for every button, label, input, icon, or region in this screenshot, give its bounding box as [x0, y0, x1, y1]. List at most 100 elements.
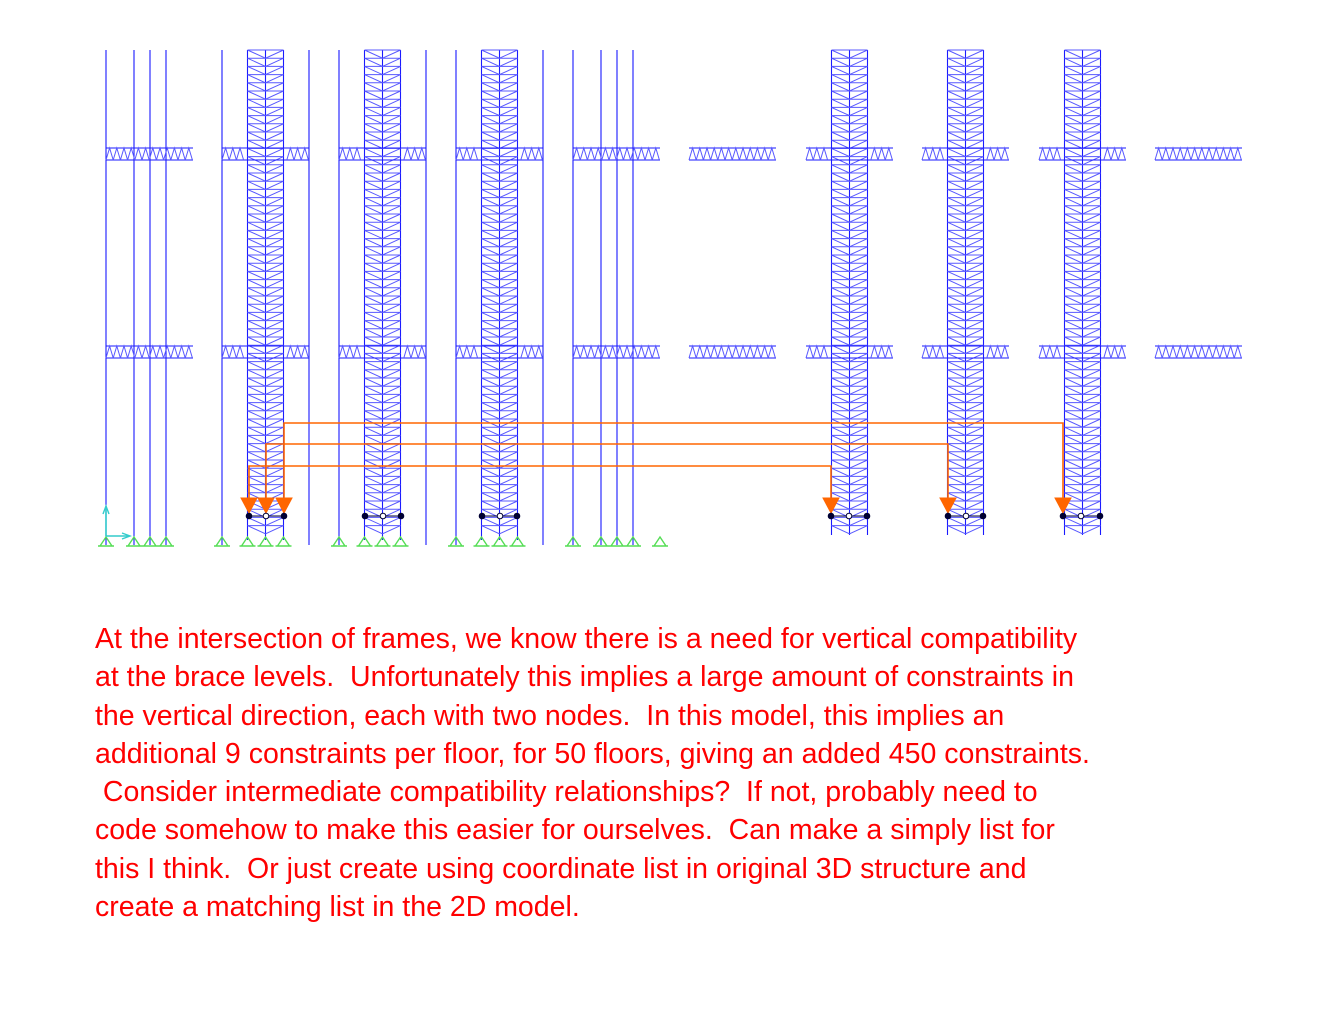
pin-support-icon	[158, 535, 174, 547]
frame-group-7-truss-1-web-10	[877, 344, 886, 359]
frame-group-5-truss-0-web-1	[579, 146, 588, 161]
constraint-link-1	[248, 465, 832, 500]
frame-group-5	[572, 50, 660, 545]
pin-support-icon	[126, 535, 142, 547]
frame-group-6-truss-0-web-7	[738, 146, 748, 161]
frame-group-3-core-brace-58	[364, 525, 401, 535]
pin-support-icon	[374, 535, 391, 547]
frame-group-4-truss-1-web-2	[469, 344, 479, 359]
frame-group-2-truss-1-web-10	[293, 344, 302, 359]
frame-group-4-truss-1-web-1	[462, 344, 471, 359]
frame-group-10-truss-1-web-11	[1233, 344, 1242, 359]
note-line-6: code somehow to make this easier for our…	[95, 814, 1055, 847]
structural-frame-diagram	[98, 49, 1242, 547]
node-solid-icon	[1059, 512, 1067, 520]
frame-group-10-truss-0-web-2	[1168, 146, 1178, 161]
frame-group-6-truss-1-web-2	[702, 344, 712, 359]
frame-group-1-truss-1-web-3	[127, 344, 136, 359]
frame-group-6-truss-0-web-11	[767, 146, 776, 161]
frame-group-1-truss-0-web-5	[141, 146, 150, 161]
frame-group-3-truss-0-web-2	[352, 146, 362, 161]
node-solid-icon	[513, 512, 521, 520]
frame-group-2-core-brace-58	[247, 525, 284, 535]
pin-support-icon	[214, 535, 230, 547]
frame-group-10-truss-0-web-10	[1226, 146, 1235, 161]
frame-group-4-truss-0-web-0	[455, 146, 464, 161]
frame-group-6-truss-0-web-10	[760, 146, 769, 161]
frame-group-3-truss-0-web-9	[403, 146, 412, 161]
frame-group-1-truss-0-web-8	[163, 146, 172, 161]
frame-group-1-truss-1-web-0	[105, 344, 114, 359]
pin-support-icon	[98, 535, 114, 547]
frame-group-9	[1038, 49, 1126, 535]
frame-group-2-truss-1-web-9	[286, 344, 295, 359]
frame-group-10-truss-0-web-5	[1190, 146, 1199, 161]
frame-group-2-truss-0-web-11	[300, 146, 309, 161]
frame-group-7	[805, 49, 893, 535]
axis-triad-icon	[102, 504, 132, 540]
frame-group-10-truss-1-web-5	[1190, 344, 1199, 359]
frame-group-10-truss-0-web-8	[1212, 146, 1221, 161]
frame-group-5-truss-1-web-0	[572, 344, 581, 359]
node-solid-icon	[478, 512, 486, 520]
frame-group-6-truss-1-web-0	[688, 344, 697, 359]
frame-group-10-truss-1-web-2	[1168, 344, 1178, 359]
frame-group-4-truss-1-web-0	[455, 344, 464, 359]
frame-group-7-truss-0-web-10	[877, 146, 886, 161]
node-solid-icon	[245, 512, 253, 520]
frame-group-7-truss-1-web-9	[870, 344, 879, 359]
frame-group-3-truss-1-web-11	[417, 344, 426, 359]
frame-group-7-truss-0-web-0	[805, 146, 814, 161]
frame-group-6-truss-0-web-1	[695, 146, 704, 161]
frame-group-10-truss-1-web-10	[1226, 344, 1235, 359]
frame-group-2-truss-0-web-1	[228, 146, 237, 161]
frame-group-9-truss-0-web-1	[1045, 146, 1054, 161]
frame-group-8-truss-0-web-9	[986, 146, 995, 161]
frame-group-1-truss-0-web-11	[184, 146, 193, 161]
frame-group-9-truss-1-web-9	[1103, 344, 1112, 359]
frame-group-1-truss-1-web-10	[177, 344, 186, 359]
node-solid-icon	[863, 512, 871, 520]
frame-group-8-truss-0-web-0	[921, 146, 930, 161]
frame-group-3-truss-1-web-9	[403, 344, 412, 359]
frame-group-2-truss-1-web-11	[300, 344, 309, 359]
frame-group-5-truss-0-web-11	[651, 146, 660, 161]
frame-group-4	[455, 49, 544, 545]
frame-group-7-truss-1-web-0	[805, 344, 814, 359]
frame-group-5-truss-0-web-7	[622, 146, 632, 161]
frame-group-8-truss-1-web-10	[993, 344, 1002, 359]
frame-group-6-truss-1-web-11	[767, 344, 776, 359]
base-supports	[98, 535, 668, 547]
design-note: At the intersection of frames, we know t…	[95, 620, 1295, 926]
frame-group-5-truss-1-web-9	[637, 344, 646, 359]
constraint-arrow-icon	[822, 497, 840, 515]
pin-support-icon	[142, 535, 158, 547]
node-hollow-icon	[262, 512, 270, 520]
frame-group-9-truss-0-web-11	[1117, 146, 1126, 161]
frame-group-5-truss-1-web-6	[615, 344, 624, 359]
frame-group-6-truss-1-web-6	[731, 344, 740, 359]
frame-group-8	[921, 49, 1009, 535]
frame-group-2	[221, 49, 310, 545]
frame-group-3-truss-0-web-10	[410, 146, 419, 161]
pin-support-icon	[652, 535, 668, 547]
frame-group-7-core-brace-58	[831, 525, 868, 535]
frame-group-7-truss-1-web-1	[812, 344, 821, 359]
node-solid-icon	[280, 512, 288, 520]
frame-group-10-truss-1-web-9	[1219, 344, 1228, 359]
frame-group-10-truss-1-web-6	[1197, 344, 1206, 359]
constraint-arrow-icon	[939, 497, 957, 515]
frame-group-10-truss-1-web-4	[1183, 344, 1192, 359]
frame-group-7-truss-0-web-1	[812, 146, 821, 161]
frame-group-4-truss-1-web-11	[534, 344, 543, 359]
frame-group-9-truss-1-web-2	[1052, 344, 1062, 359]
frame-group-6-truss-1-web-9	[753, 344, 762, 359]
frame-members	[105, 49, 1242, 545]
frame-group-1-truss-1-web-4	[134, 344, 143, 359]
frame-group-1-truss-1-web-7	[155, 344, 165, 359]
frame-group-1-truss-0-web-1	[112, 146, 121, 161]
constraint-arrow-icon	[257, 497, 275, 515]
frame-group-4-core-brace-58	[481, 525, 518, 535]
frame-group-1-truss-0-web-3	[127, 146, 136, 161]
frame-group-10-truss-1-web-7	[1204, 344, 1214, 359]
